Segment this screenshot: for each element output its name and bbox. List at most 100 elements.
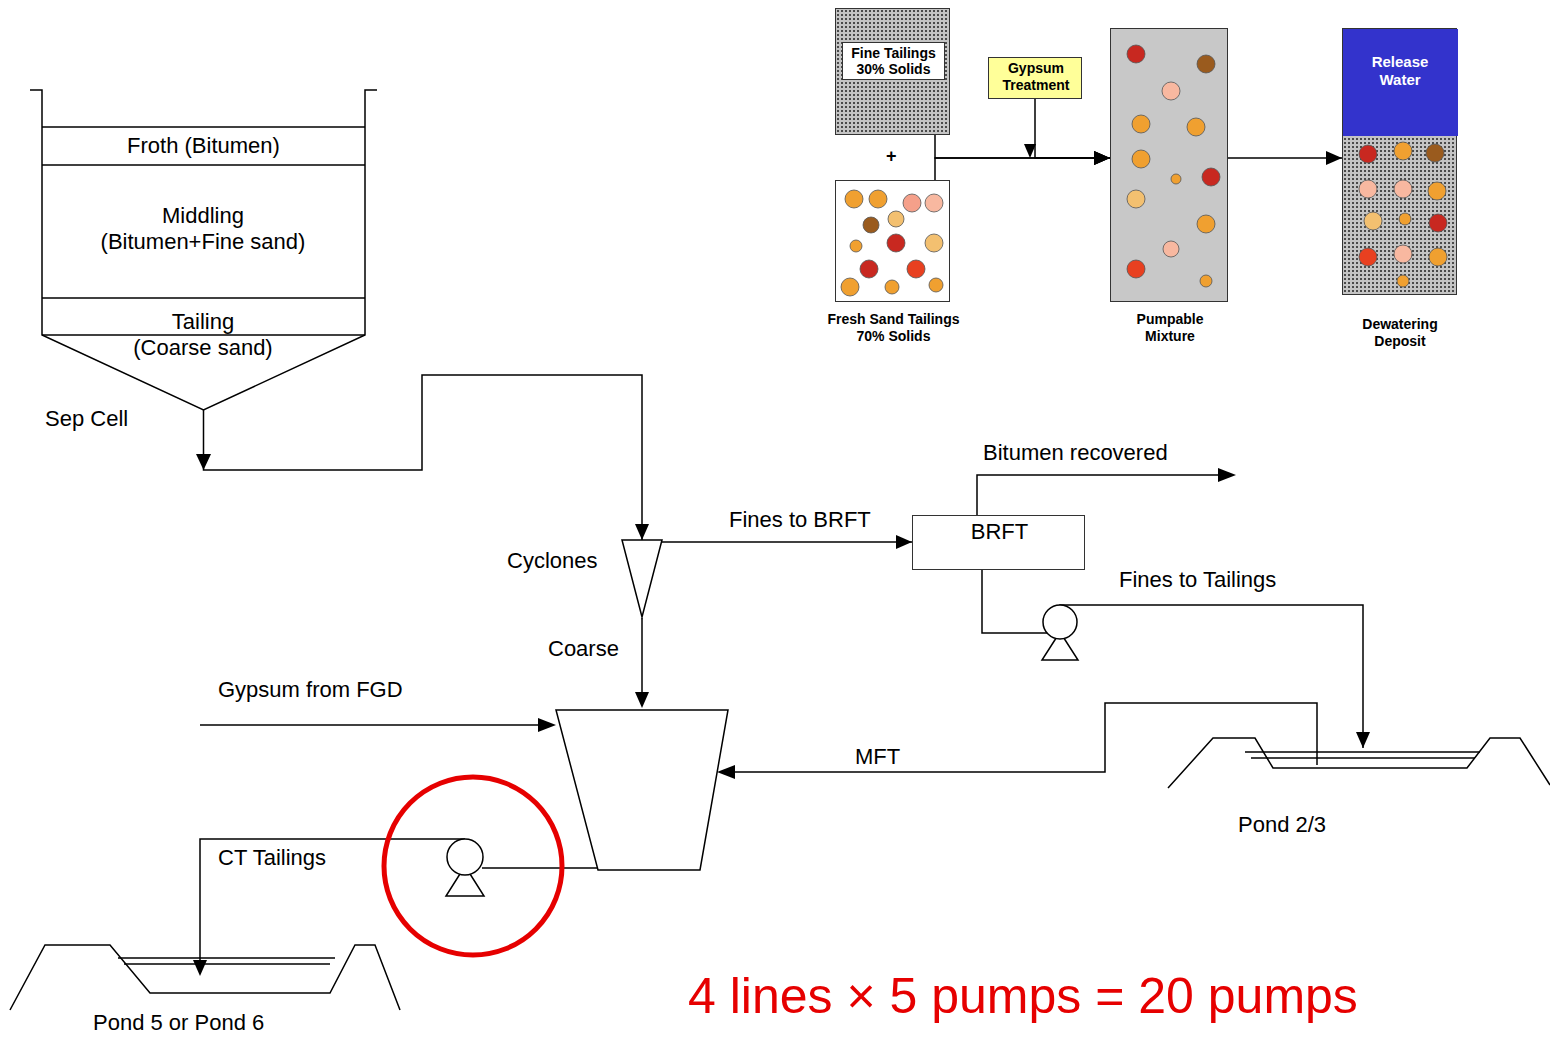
particle (1429, 214, 1447, 232)
layer-label: Froth (Bitumen) (42, 133, 365, 159)
pump-symbol (447, 839, 483, 875)
particle (863, 217, 879, 233)
pond-label: Pond 5 or Pond 6 (93, 1010, 264, 1036)
flow-connector (662, 535, 912, 549)
particle (1127, 190, 1145, 208)
flow-label: Coarse (548, 636, 619, 662)
arrowhead (193, 960, 207, 976)
layer-label: Tailing (Coarse sand) (123, 309, 283, 362)
flow-label: Fines to Tailings (1117, 567, 1278, 593)
particle-illustration (1111, 29, 1229, 303)
box-label: Dewatering Deposit (1350, 316, 1450, 350)
flow-label: CT Tailings (218, 845, 326, 871)
particle (1359, 145, 1377, 163)
particle (1127, 260, 1145, 278)
flow-connector (982, 570, 1370, 748)
brft-box: BRFT (912, 515, 1085, 570)
particle (907, 260, 925, 278)
pump-symbol (1043, 605, 1077, 639)
particle (1197, 215, 1215, 233)
pipe (482, 867, 598, 869)
particle (1200, 275, 1212, 287)
release-water-band: Release Water (1343, 29, 1458, 136)
pipe (200, 724, 540, 726)
flow-label: Fines to BRFT (727, 507, 873, 533)
fine-tailings-box: Fine Tailings 30% Solids (835, 8, 950, 135)
separation-cell: Sep CellFroth (Bitumen)Middling (Bitumen… (42, 90, 365, 410)
pipe (977, 475, 1220, 515)
arrowhead (1024, 144, 1036, 158)
particle (903, 194, 921, 212)
band-label: Release Water (1360, 53, 1440, 89)
highlight-circle (384, 777, 562, 955)
particle (1426, 144, 1444, 162)
box-label: Gypsum Treatment (989, 60, 1083, 94)
particle (869, 190, 887, 208)
unit-label: BRFT (913, 519, 1086, 545)
pipe (641, 618, 643, 694)
box-label: Fine Tailings 30% Solids (842, 42, 945, 80)
flow-label: Bitumen recovered (983, 440, 1168, 466)
particle (1132, 150, 1150, 168)
particle (841, 278, 859, 296)
particle (887, 234, 905, 252)
arrowhead (538, 718, 556, 732)
particle (1171, 174, 1181, 184)
deposit-column: Dewatering DepositRelease Water (1342, 28, 1457, 295)
particle (1394, 142, 1412, 160)
particle (1162, 82, 1180, 100)
pond: Pond 2/3 (1165, 700, 1550, 840)
flow-label: Gypsum from FGD (218, 677, 403, 703)
particle (885, 280, 899, 294)
mixture-column: Pumpable Mixture (1110, 28, 1228, 302)
box-label: Fresh Sand Tailings 70% Solids (816, 311, 971, 345)
particle (845, 190, 863, 208)
particle (1132, 115, 1150, 133)
plus-sign: + (886, 146, 897, 168)
mixing-tank (556, 710, 728, 870)
particle (1397, 275, 1409, 287)
layer-label: Middling (Bitumen+Fine sand) (83, 203, 323, 256)
cyclone: Cyclones (505, 538, 667, 618)
particle (925, 194, 943, 212)
particle (1428, 182, 1446, 200)
pond-outline (1165, 700, 1550, 840)
tailing-layer: Tailing (Coarse sand) (42, 298, 365, 335)
particle (1197, 55, 1215, 73)
sand-tailings-box: Fresh Sand Tailings 70% Solids (835, 180, 950, 302)
particle (1187, 118, 1205, 136)
flow-connector (935, 135, 1110, 165)
tank-label: Sep Cell (45, 406, 128, 432)
box-label: Pumpable Mixture (1120, 311, 1220, 345)
particle (1429, 248, 1447, 266)
pump-count-note: 4 lines × 5 pumps = 20 pumps (688, 966, 1358, 1026)
particle-illustration (836, 181, 951, 303)
unit-label: Cyclones (507, 548, 597, 574)
arrowhead (1218, 468, 1236, 482)
flow-connector (204, 375, 650, 540)
particle (1399, 213, 1411, 225)
particle (1163, 241, 1179, 257)
particle (1394, 180, 1412, 198)
flow-connector (1228, 151, 1342, 165)
flow-label: MFT (855, 744, 900, 770)
middling-layer: Middling (Bitumen+Fine sand) (42, 165, 365, 298)
particle (1359, 180, 1377, 198)
particle (1359, 248, 1377, 266)
particle (1127, 45, 1145, 63)
arrowhead (635, 692, 649, 708)
particle (925, 234, 943, 252)
particle (1202, 168, 1220, 186)
particle (888, 211, 904, 227)
particle (1364, 212, 1382, 230)
particle (850, 240, 862, 252)
flow-connector (1035, 99, 1110, 165)
treatment-box: Gypsum Treatment (988, 57, 1082, 99)
arrowhead (717, 765, 735, 779)
particle (929, 278, 943, 292)
pond-label: Pond 2/3 (1238, 812, 1326, 838)
pond: Pond 5 or Pond 6 (0, 930, 410, 1038)
particle (860, 260, 878, 278)
flow-connector (935, 151, 1110, 180)
particle (1394, 245, 1412, 263)
